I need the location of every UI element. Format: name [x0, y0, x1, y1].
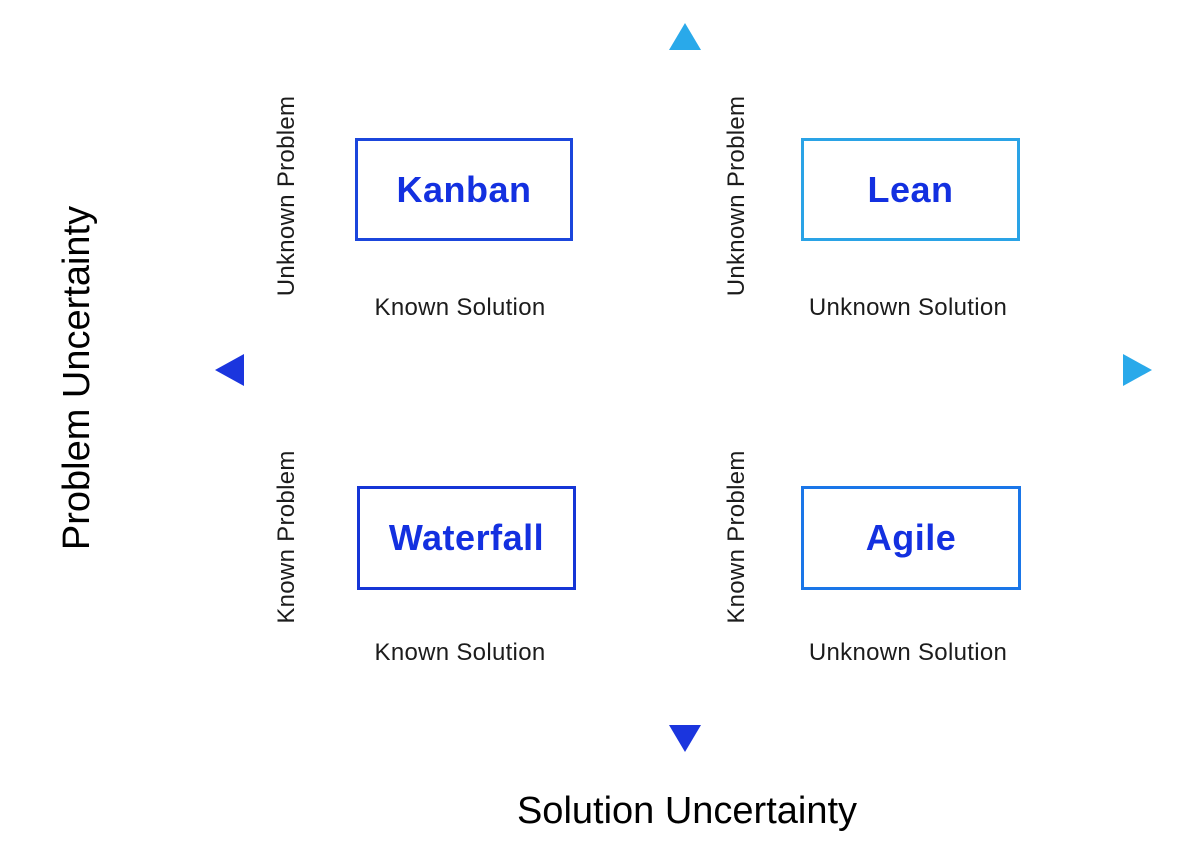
- problem-label-bottom-left: Known Problem: [273, 450, 300, 624]
- arrow-up-icon: [669, 23, 701, 50]
- x-axis-title: Solution Uncertainty: [516, 790, 858, 832]
- agile-box: Agile: [801, 486, 1021, 590]
- arrow-right-icon: [1123, 354, 1152, 386]
- kanban-box: Kanban: [355, 138, 573, 241]
- problem-label-top-left: Unknown Problem: [273, 95, 300, 297]
- waterfall-box: Waterfall: [357, 486, 576, 590]
- arrow-down-icon: [669, 725, 701, 752]
- problem-label-top-right: Unknown Problem: [723, 95, 750, 297]
- agile-label: Agile: [865, 517, 957, 558]
- solution-label-bottom-right: Unknown Solution: [808, 639, 1008, 666]
- solution-label-top-left: Known Solution: [374, 294, 546, 321]
- solution-label-bottom-left: Known Solution: [374, 639, 546, 666]
- waterfall-label: Waterfall: [388, 517, 545, 558]
- y-axis-title: Problem Uncertainty: [56, 205, 98, 551]
- lean-box: Lean: [801, 138, 1020, 241]
- arrow-left-icon: [215, 354, 244, 386]
- problem-label-bottom-right: Known Problem: [723, 450, 750, 624]
- lean-label: Lean: [867, 168, 954, 210]
- kanban-label: Kanban: [396, 168, 532, 210]
- solution-label-top-right: Unknown Solution: [808, 294, 1008, 321]
